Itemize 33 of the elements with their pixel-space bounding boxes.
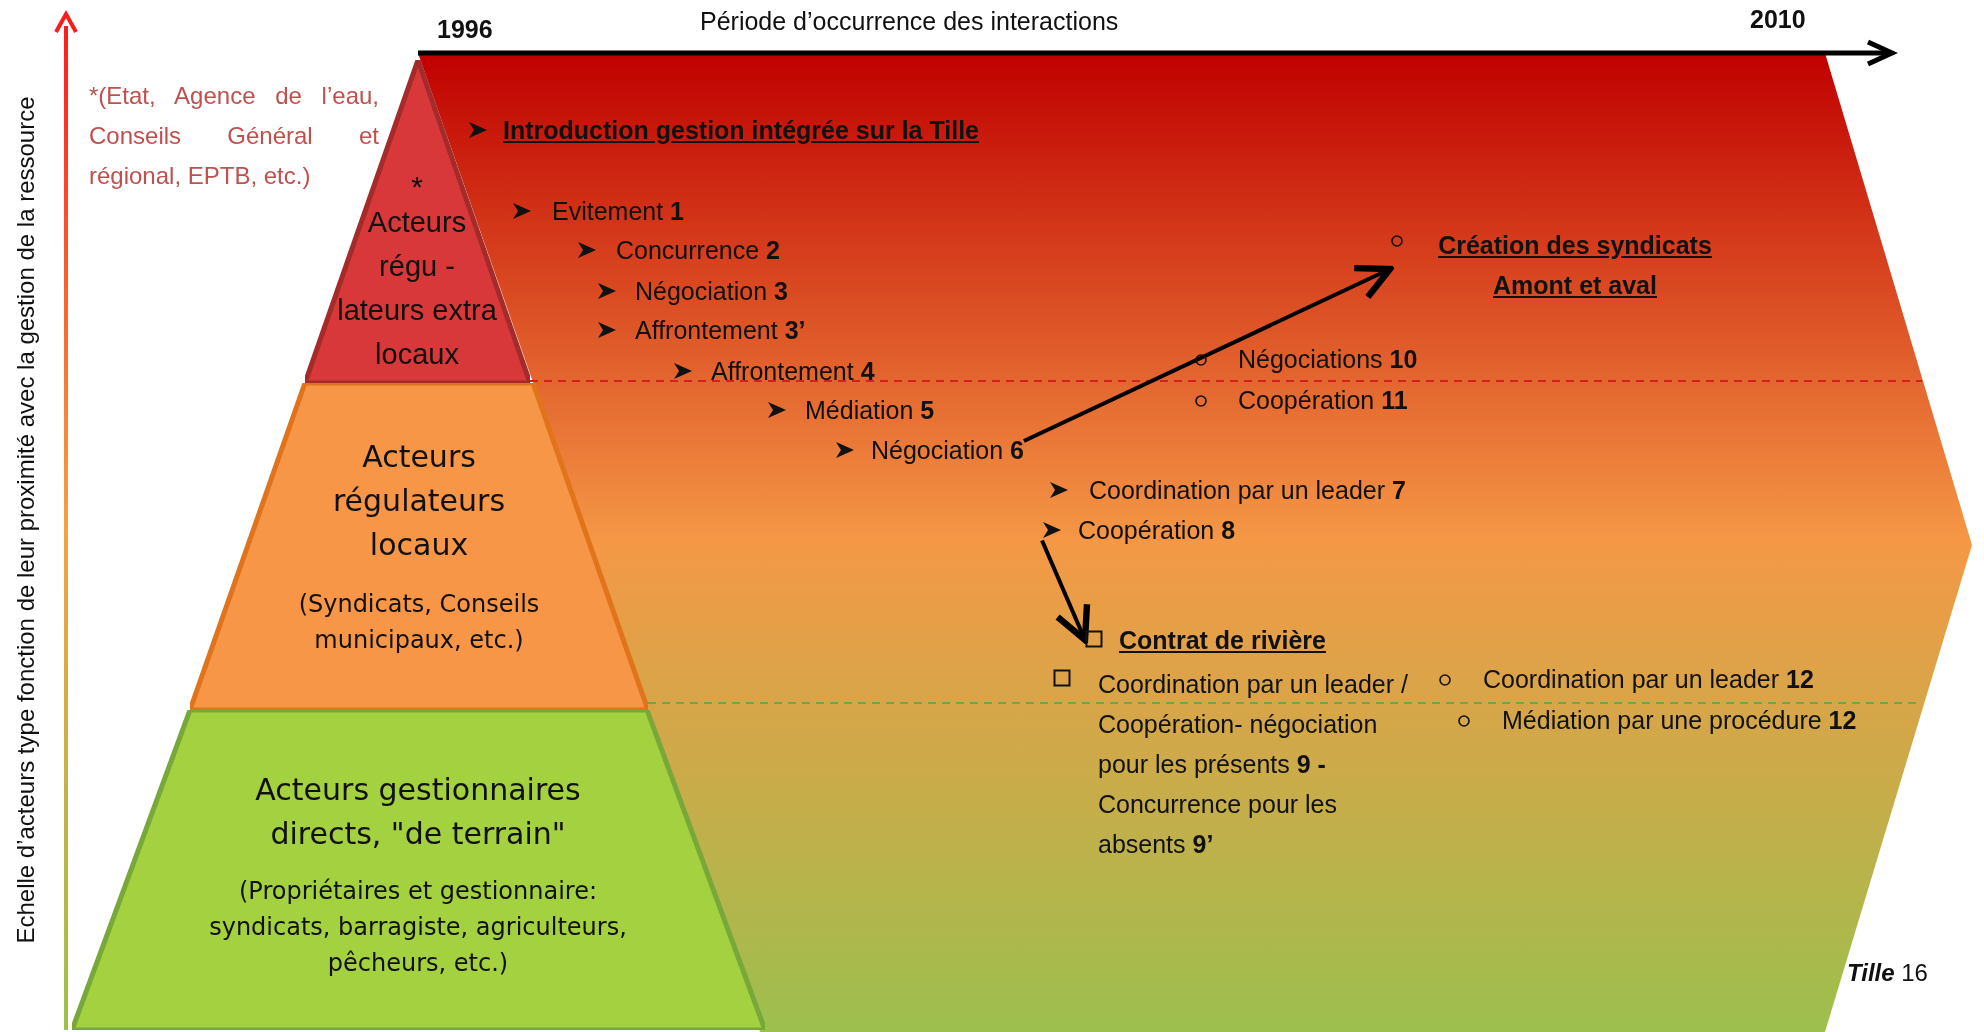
interaction-label: Coordination par un leader / Coopération- négociation pour les présents 9 - Concurrence pour les absents 9’ (1098, 669, 1409, 860)
interaction-label: Négociation 6 (871, 435, 1024, 465)
interaction-heading: Contrat de rivière (1119, 625, 1326, 655)
interaction-heading: Création des syndicats Amont et aval (1437, 230, 1713, 301)
interaction-label: Coopération 11 (1238, 385, 1408, 415)
tier-description: Acteurs régu - lateurs extra locaux (336, 205, 498, 372)
interaction-label: Affrontement 3’ (635, 315, 806, 345)
interaction-label: Affrontement 4 (711, 356, 875, 386)
tier-title: Acteurs gestionnaires directs, "de terrain" (254, 771, 582, 853)
axis-title: Echelle d’acteurs type fonction de leur proximité avec la gestion de la ressource (11, 95, 40, 946)
interaction-label: Négociation 3 (635, 276, 788, 306)
pyramid-tier (190, 383, 648, 710)
year-label: 1996 (437, 14, 493, 44)
pyramid-tier (72, 710, 765, 1030)
interaction-label: Coordination par un leader 12 (1483, 664, 1814, 694)
page-label: Tille 16 (1847, 958, 1928, 988)
year-label: 2010 (1750, 4, 1806, 34)
interaction-label: Coordination par un leader 7 (1089, 475, 1406, 505)
interaction-label: Evitement 1 (552, 196, 684, 226)
interaction-label: Négociations 10 (1238, 344, 1418, 374)
interaction-label: Médiation 5 (805, 395, 935, 425)
interaction-label: Coopération 8 (1078, 515, 1236, 545)
arrow (1023, 264, 1394, 443)
interaction-label: Concurrence 2 (616, 235, 780, 265)
section-heading: Introduction gestion intégrée sur la Tille (503, 115, 979, 145)
interaction-label: Médiation par une procédure 12 (1502, 705, 1857, 735)
tier-title: * (410, 172, 424, 202)
footnote: *(Etat, Agence de l’eau, Conseils Général et régional, EPTB, etc.) (89, 81, 379, 191)
arrow (1040, 539, 1091, 644)
axis-title: Période d’occurrence des interactions (700, 6, 1119, 36)
tier-description: (Syndicats, Conseils municipaux, etc.) (297, 589, 541, 656)
tier-title: Acteurs régulateurs locaux (331, 438, 507, 564)
tier-description: (Propriétaires et gestionnaire: syndicats, barragiste, agriculteurs, pêcheurs, etc.) (208, 876, 628, 979)
